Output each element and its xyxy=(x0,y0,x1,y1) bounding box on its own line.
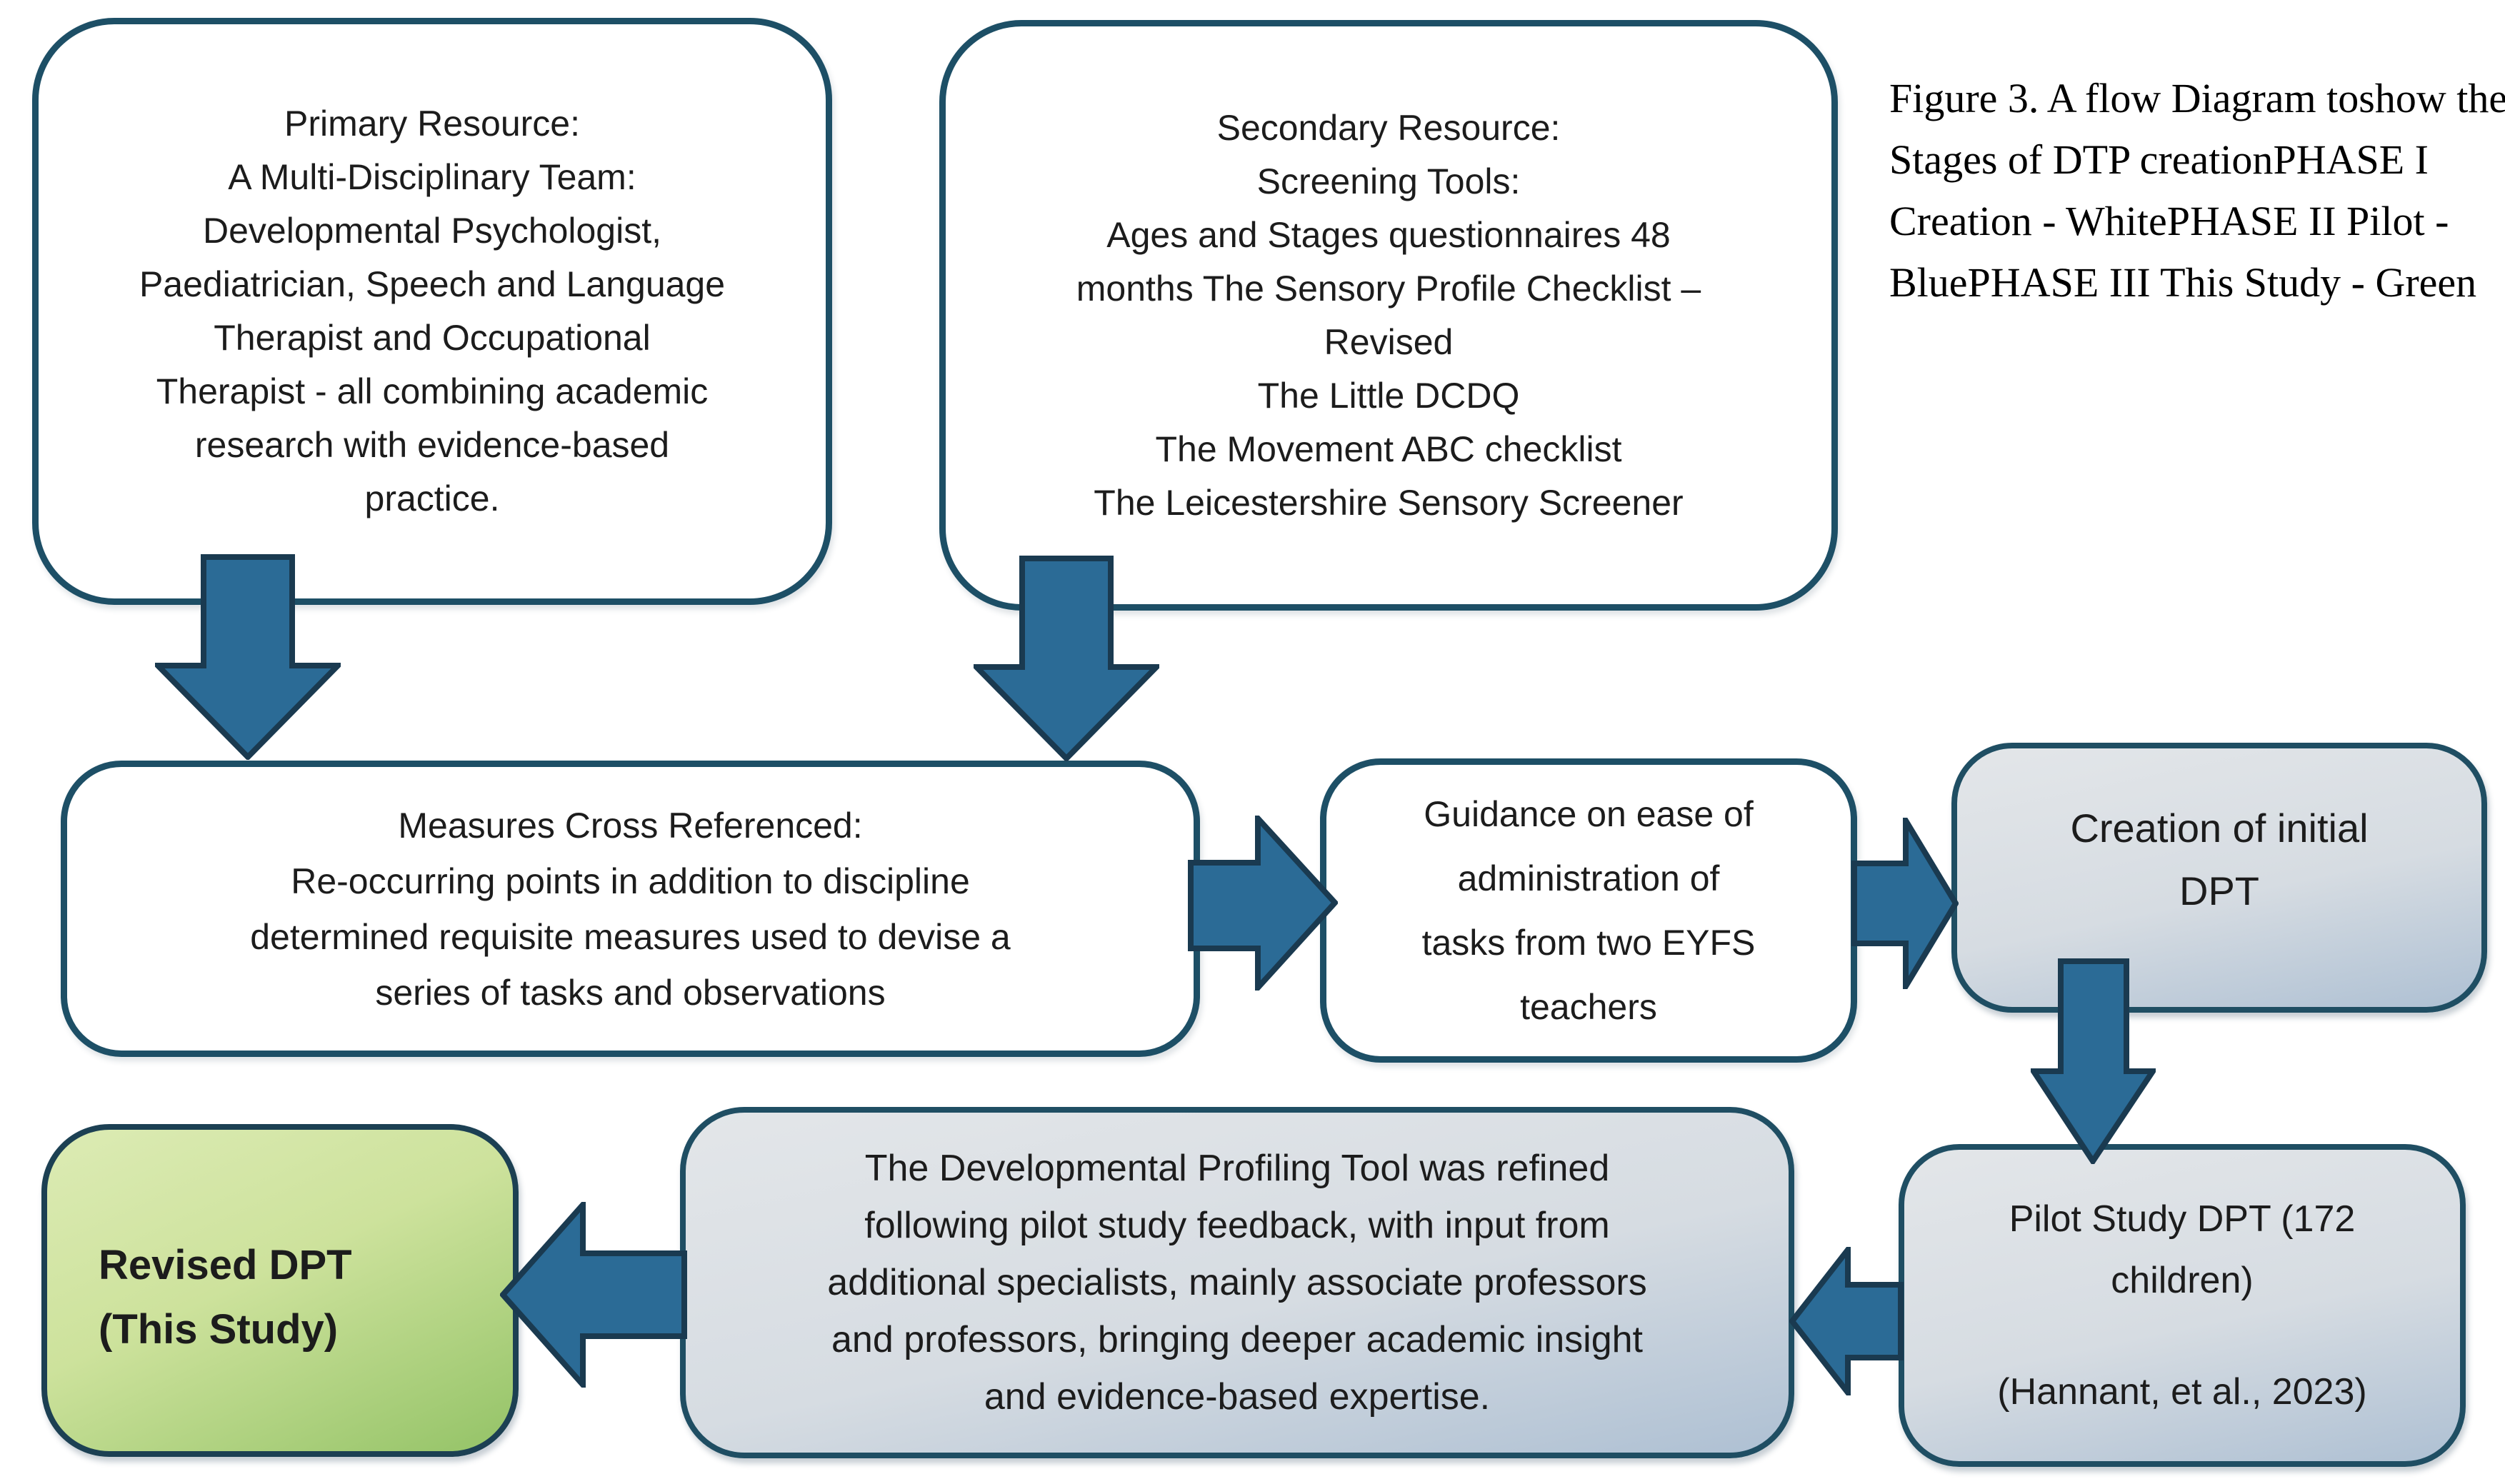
text-line: The Leicestershire Sensory Screener xyxy=(1094,482,1684,523)
text-line: and professors, bringing deeper academic… xyxy=(831,1319,1643,1360)
text-line: Revised xyxy=(1324,321,1454,362)
text-line: PHASE III This Study - Green xyxy=(1967,259,2477,306)
arrow-down-primary-to-measures-icon xyxy=(155,554,341,760)
box-guidance-eyfs-teachers: Guidance on ease of administration of task… xyxy=(1320,758,1857,1063)
text-line: Therapist and Occupational xyxy=(214,318,651,358)
text-line: Revised DPT xyxy=(99,1242,352,1288)
text-line: DPT xyxy=(2179,868,2259,913)
text-line: Screening Tools: xyxy=(1256,161,1521,201)
text-line: children) xyxy=(2111,1260,2254,1301)
text-line: PHASE II Pilot - Blue xyxy=(1889,198,2449,306)
text-line: Therapist - all combining academic xyxy=(156,371,709,411)
text-line: tasks from two EYFS xyxy=(1421,923,1756,963)
text-line: teachers xyxy=(1520,987,1657,1027)
text-line: following pilot study feedback, with inp… xyxy=(864,1205,1610,1246)
arrow-left-refined-to-revised-icon xyxy=(500,1202,687,1388)
figure-caption: Figure 3. A flow Diagram toshow the Stag… xyxy=(1889,68,2505,314)
text-line: Developmental Psychologist, xyxy=(203,211,661,251)
box-revised-dpt: Revised DPT (This Study) xyxy=(41,1124,519,1457)
arrow-left-pilot-to-refined-icon xyxy=(1789,1247,1904,1395)
text-line: determined requisite measures used to de… xyxy=(250,916,1011,957)
text-line: Creation of initial xyxy=(2070,806,2369,851)
text-line: The Developmental Profiling Tool was ref… xyxy=(864,1148,1610,1189)
text-line: research with evidence-based xyxy=(194,425,670,465)
text-line: Guidance on ease of xyxy=(1424,794,1754,834)
box-pilot-study-dpt: Pilot Study DPT (172 children) (Hannant, e… xyxy=(1899,1144,2466,1467)
text-line: practice. xyxy=(364,478,500,518)
box-primary-resource: Primary Resource: A Multi-Disciplinary Te… xyxy=(32,18,832,605)
text-line: (This Study) xyxy=(99,1306,339,1353)
box-measures-cross-referenced: Measures Cross Referenced: Re-occurring p… xyxy=(61,761,1200,1057)
text-line: Re-occurring points in addition to disci… xyxy=(291,861,970,901)
text-line: The Movement ABC checklist xyxy=(1155,428,1622,469)
arrow-right-guidance-to-creation-icon xyxy=(1851,818,1959,989)
box-secondary-resource: Secondary Resource: Screening Tools: Ages … xyxy=(939,20,1838,611)
text-line: months The Sensory Profile Checklist – xyxy=(1076,268,1701,309)
text-line: Pilot Study DPT (172 xyxy=(2009,1198,2356,1240)
text-line: PHASE I Creation - White xyxy=(1889,136,2429,244)
text-line: Measures Cross Referenced: xyxy=(398,805,863,846)
text-line: show the Stages of DTP creation xyxy=(1889,75,2505,183)
text-line: series of tasks and observations xyxy=(375,972,886,1013)
text-line: additional specialists, mainly associate… xyxy=(827,1262,1647,1303)
arrow-down-creation-to-pilot-icon xyxy=(2031,958,2156,1164)
text-line: The Little DCDQ xyxy=(1257,375,1520,416)
box-dpt-refined: The Developmental Profiling Tool was ref… xyxy=(680,1107,1794,1458)
arrow-down-secondary-to-measures-icon xyxy=(974,556,1159,761)
text-line: and evidence-based expertise. xyxy=(984,1376,1491,1418)
text-line: (Hannant, et al., 2023) xyxy=(1997,1371,2367,1413)
text-line: Figure 3. A flow Diagram to xyxy=(1889,75,2359,121)
text-line: administration of xyxy=(1457,858,1720,898)
text-line: Secondary Resource: xyxy=(1216,107,1561,148)
text-line: Paediatrician, Speech and Language xyxy=(139,264,726,304)
arrow-right-measures-to-guidance-icon xyxy=(1188,816,1338,991)
text-line: A Multi-Disciplinary Team: xyxy=(228,157,636,197)
text-line: Ages and Stages questionnaires 48 xyxy=(1106,214,1671,255)
text-line: Primary Resource: xyxy=(284,104,580,144)
